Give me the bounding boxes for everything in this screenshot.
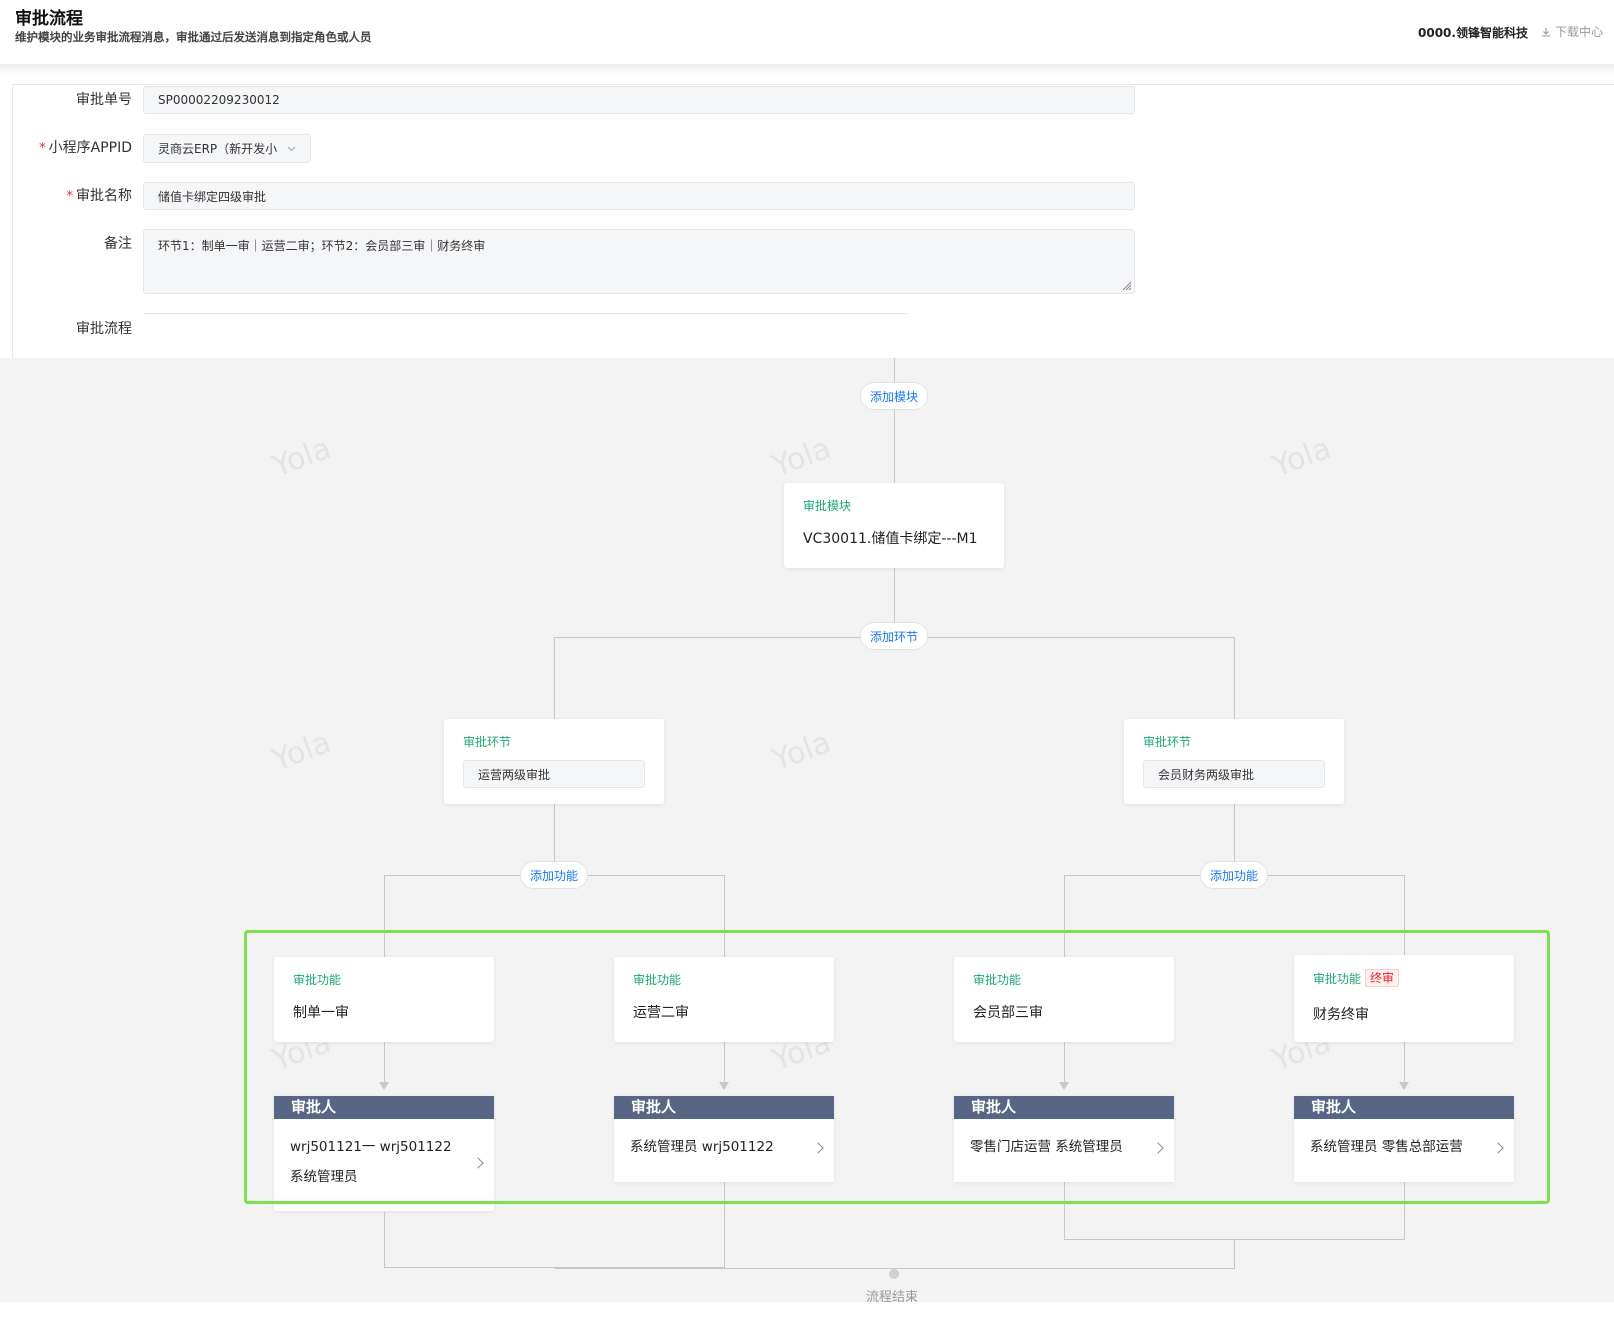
module-name: VC30011.储值卡绑定---M1	[803, 531, 978, 547]
highlight-box	[244, 930, 1550, 1204]
approver-header: 审批人	[1294, 1096, 1514, 1119]
remark-label: 备注	[104, 236, 132, 252]
function-name: 运营二审	[633, 1005, 689, 1021]
function-tag: 审批功能	[293, 973, 342, 987]
approver-header: 审批人	[274, 1096, 494, 1119]
module-card[interactable]: 审批模块 VC30011.储值卡绑定---M1	[784, 483, 1004, 568]
approval-no-label: 审批单号	[76, 92, 132, 108]
final-approval-badge: 终审	[1365, 969, 1400, 987]
connector	[894, 358, 895, 484]
function-card[interactable]: 审批功能 制单一审	[274, 957, 494, 1042]
add-stage-button[interactable]: 添加环节	[860, 622, 928, 650]
header-divider	[0, 64, 1614, 74]
connector	[1064, 875, 1065, 974]
add-module-button[interactable]: 添加模块	[860, 382, 928, 410]
connector	[1404, 875, 1405, 974]
approver-card[interactable]: 审批人 系统管理员 零售总部运营	[1294, 1096, 1514, 1182]
stage-tag: 审批环节	[463, 735, 512, 749]
connector	[384, 1042, 385, 1082]
page-title: 审批流程	[15, 9, 83, 29]
add-function-button[interactable]: 添加功能	[520, 861, 588, 889]
connector	[554, 1268, 1235, 1269]
function-tag-row: 审批功能 终审	[1313, 969, 1400, 987]
watermark: Yola	[767, 724, 836, 779]
function-name: 制单一审	[293, 1005, 349, 1021]
connector	[384, 1267, 725, 1268]
resize-handle-icon[interactable]	[1122, 281, 1132, 291]
connector	[1064, 1042, 1065, 1082]
stage-name-field[interactable]: 会员财务两级审批	[1143, 760, 1325, 788]
connector	[554, 637, 555, 719]
approver-list: 系统管理员 零售总部运营	[1310, 1139, 1463, 1155]
arrow-down-icon	[719, 1082, 729, 1090]
function-card[interactable]: 审批功能 会员部三审	[954, 957, 1174, 1042]
connector	[894, 568, 895, 646]
chevron-down-icon	[287, 146, 296, 151]
connector	[554, 804, 555, 876]
arrow-down-icon	[379, 1082, 389, 1090]
stage-name-field[interactable]: 运营两级审批	[463, 760, 645, 788]
connector	[724, 875, 725, 974]
approval-no-field[interactable]: SP00002209230012	[143, 86, 1135, 114]
watermark: Yola	[1267, 430, 1336, 485]
function-card[interactable]: 审批功能 终审 财务终审	[1294, 955, 1514, 1042]
flow-canvas: Yola Yola Yola Yola Yola Yola Yola Yola …	[0, 358, 1614, 1302]
watermark: Yola	[267, 430, 336, 485]
approver-header: 审批人	[954, 1096, 1174, 1119]
connector	[1404, 1042, 1405, 1082]
approver-list: wrj501121一 wrj501122 系统管理员	[290, 1139, 452, 1185]
end-dot	[889, 1269, 899, 1279]
approval-name-label: *审批名称	[66, 188, 133, 204]
approver-list: 零售门店运营 系统管理员	[970, 1139, 1123, 1155]
function-tag: 审批功能	[973, 973, 1022, 987]
download-icon	[1542, 27, 1550, 37]
function-tag: 审批功能	[1313, 971, 1362, 986]
stage-card[interactable]: 审批环节 运营两级审批	[444, 719, 664, 804]
watermark: Yola	[267, 724, 336, 779]
connector	[1064, 1182, 1065, 1240]
function-card[interactable]: 审批功能 运营二审	[614, 957, 834, 1042]
function-name: 会员部三审	[973, 1005, 1043, 1021]
connector	[1404, 1182, 1405, 1240]
approver-card[interactable]: 审批人 零售门店运营 系统管理员	[954, 1096, 1174, 1182]
module-tag: 审批模块	[803, 499, 852, 513]
watermark: Yola	[767, 430, 836, 485]
remark-textarea[interactable]: 环节1：制单一审｜运营二审；环节2：会员部三审｜财务终审	[143, 229, 1135, 294]
connector	[724, 1182, 725, 1268]
connector	[1234, 804, 1235, 876]
flow-divider	[143, 313, 907, 314]
connector	[384, 1212, 385, 1268]
download-center-link[interactable]: 下载中心	[1541, 23, 1603, 40]
connector	[384, 875, 385, 974]
flow-end-label: 流程结束	[866, 1290, 919, 1302]
approver-list: 系统管理员 wrj501122	[630, 1139, 774, 1155]
approval-name-field[interactable]: 储值卡绑定四级审批	[143, 182, 1135, 210]
function-name: 财务终审	[1313, 1007, 1369, 1023]
flow-label: 审批流程	[76, 321, 132, 337]
connector	[1234, 1239, 1235, 1269]
connector	[724, 1042, 725, 1082]
stage-tag: 审批环节	[1143, 735, 1192, 749]
download-center-label: 下载中心	[1555, 25, 1604, 39]
approver-header: 审批人	[614, 1096, 834, 1119]
appid-label: *小程序APPID	[39, 140, 132, 156]
arrow-down-icon	[1399, 1082, 1409, 1090]
function-tag: 审批功能	[633, 973, 682, 987]
arrow-down-icon	[1059, 1082, 1069, 1090]
form-panel	[12, 84, 1614, 360]
approver-card[interactable]: 审批人 系统管理员 wrj501122	[614, 1096, 834, 1182]
appid-select[interactable]: 灵商云ERP（新开发小	[143, 134, 311, 163]
approver-card[interactable]: 审批人 wrj501121一 wrj501122 系统管理员	[274, 1096, 494, 1211]
stage-card[interactable]: 审批环节 会员财务两级审批	[1124, 719, 1344, 804]
connector	[1234, 637, 1235, 719]
add-function-button[interactable]: 添加功能	[1200, 861, 1268, 889]
company-name[interactable]: 0000.领锋智能科技	[1418, 26, 1528, 40]
page-subtitle: 维护模块的业务审批流程消息，审批通过后发送消息到指定角色或人员	[15, 30, 372, 44]
